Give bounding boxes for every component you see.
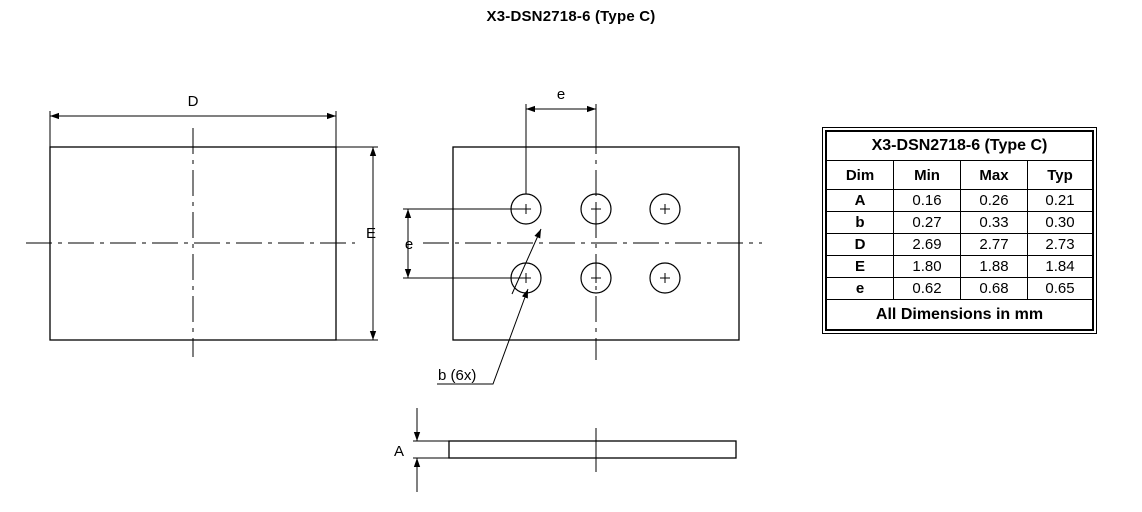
typ-cell: 2.73 — [1027, 233, 1094, 256]
bump-diameter-label: b (6x) — [438, 367, 476, 384]
package-body-side — [448, 440, 737, 459]
dimension-label-d: D — [188, 93, 199, 110]
dimension-label-e: E — [366, 225, 376, 242]
typ-cell: 0.65 — [1027, 277, 1094, 300]
max-cell: 1.88 — [960, 255, 1028, 278]
solder-bump — [649, 262, 681, 294]
side-view — [413, 408, 737, 492]
pitch-label-side: e — [405, 236, 413, 253]
drawing-title: X3-DSN2718-6 (Type C) — [486, 8, 656, 25]
table-caption: X3-DSN2718-6 (Type C) — [825, 130, 1094, 161]
min-cell: 0.27 — [893, 211, 961, 234]
dim-cell: E — [825, 255, 894, 278]
table-header-row: Dim Min Max Typ — [825, 160, 1094, 190]
table-row: E 1.80 1.88 1.84 — [825, 255, 1094, 278]
table-row: e 0.62 0.68 0.65 — [825, 277, 1094, 300]
dimension-table: X3-DSN2718-6 (Type C) Dim Min Max Typ A … — [822, 127, 1097, 334]
column-header-typ: Typ — [1027, 160, 1094, 190]
min-cell: 0.16 — [893, 189, 961, 212]
column-header-max: Max — [960, 160, 1028, 190]
table-footer: All Dimensions in mm — [825, 299, 1094, 331]
b-leader-line — [437, 288, 529, 385]
min-cell: 1.80 — [893, 255, 961, 278]
solder-bump — [580, 262, 612, 294]
max-cell: 0.33 — [960, 211, 1028, 234]
thickness-label-a: A — [394, 443, 404, 460]
solder-bump — [580, 193, 612, 225]
column-header-dim: Dim — [825, 160, 894, 190]
max-cell: 0.26 — [960, 189, 1028, 212]
solder-bump — [649, 193, 681, 225]
pitch-label-top: e — [557, 86, 565, 103]
dim-cell: D — [825, 233, 894, 256]
bottom-view — [403, 104, 762, 385]
typ-cell: 0.21 — [1027, 189, 1094, 212]
max-cell: 0.68 — [960, 277, 1028, 300]
table-row: A 0.16 0.26 0.21 — [825, 189, 1094, 212]
min-cell: 0.62 — [893, 277, 961, 300]
column-header-min: Min — [893, 160, 961, 190]
typ-cell: 1.84 — [1027, 255, 1094, 278]
b-leader-to-top-bump — [511, 228, 542, 295]
dim-cell: b — [825, 211, 894, 234]
dim-cell: e — [825, 277, 894, 300]
dim-cell: A — [825, 189, 894, 212]
min-cell: 2.69 — [893, 233, 961, 256]
table-row: b 0.27 0.33 0.30 — [825, 211, 1094, 234]
table-row: D 2.69 2.77 2.73 — [825, 233, 1094, 256]
top-view — [26, 111, 378, 357]
typ-cell: 0.30 — [1027, 211, 1094, 234]
max-cell: 2.77 — [960, 233, 1028, 256]
